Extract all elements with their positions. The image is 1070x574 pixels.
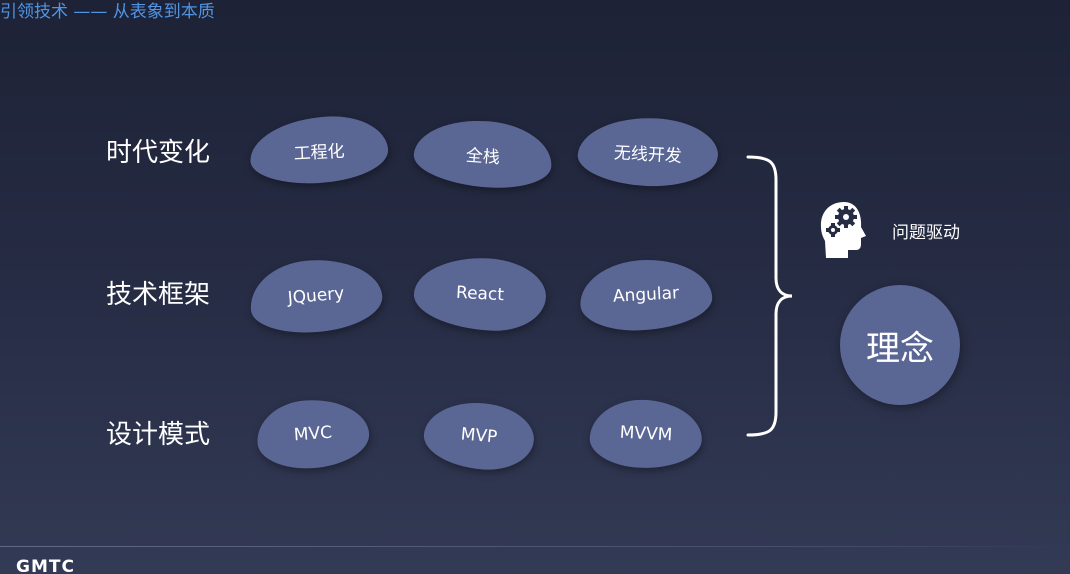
concept-label: 理念 bbox=[866, 328, 934, 369]
bubble-wireless-dev: 无线开发 bbox=[576, 114, 720, 190]
row-label-era-change: 时代变化 bbox=[106, 138, 211, 168]
head-gears-icon bbox=[820, 202, 866, 258]
bubble-react: React bbox=[412, 254, 548, 334]
bubble-engineering: 工程化 bbox=[248, 113, 390, 187]
bubble-mvvm: MVVM bbox=[588, 397, 704, 471]
bubble-mvp: MVP bbox=[421, 398, 537, 474]
bubble-mvc: MVC bbox=[254, 396, 372, 472]
row-label-tech-framework: 技术框架 bbox=[106, 280, 211, 310]
concept-circle: 理念 bbox=[840, 285, 960, 405]
footer-logo: GMTC bbox=[16, 557, 75, 574]
problem-driven-label: 问题驱动 bbox=[892, 223, 960, 243]
bubble-angular: Angular bbox=[578, 256, 714, 334]
bubble-jquery: JQuery bbox=[247, 254, 385, 338]
bubble-fullstack: 全栈 bbox=[411, 116, 555, 192]
grouping-brace bbox=[746, 155, 793, 437]
slide-title: 引领技术 —— 从表象到本质 bbox=[0, 2, 215, 22]
footer-divider bbox=[0, 546, 1070, 547]
row-label-design-pattern: 设计模式 bbox=[106, 420, 211, 450]
